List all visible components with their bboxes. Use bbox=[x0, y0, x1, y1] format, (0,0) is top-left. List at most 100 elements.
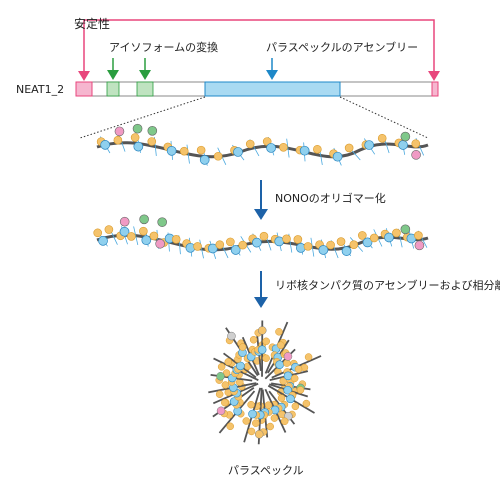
protein-blue bbox=[199, 155, 210, 165]
nono-oligomerization-label: NONOのオリゴマー化 bbox=[275, 191, 386, 205]
protein-tip bbox=[283, 352, 293, 361]
protein-tip bbox=[254, 430, 264, 439]
protein-blue bbox=[119, 226, 130, 237]
protein-orange bbox=[215, 240, 225, 249]
protein-pink bbox=[155, 238, 165, 249]
protein-orange bbox=[179, 146, 189, 156]
process-arrowhead-2 bbox=[254, 297, 268, 308]
protein-orange bbox=[238, 240, 248, 250]
protein-orange bbox=[303, 242, 313, 251]
protein-blue bbox=[207, 243, 218, 254]
protein-blue bbox=[257, 345, 267, 355]
stability-line bbox=[83, 19, 435, 30]
protein-tip bbox=[227, 331, 236, 341]
gene-region-5prime bbox=[75, 81, 93, 97]
protein-orange bbox=[275, 328, 283, 336]
protein-orange bbox=[377, 134, 387, 143]
protein-orange bbox=[358, 231, 367, 240]
protein-blue bbox=[233, 147, 243, 157]
stability-bracket: 安定性 bbox=[74, 16, 440, 81]
protein-blue bbox=[299, 145, 310, 156]
protein-orange bbox=[224, 358, 233, 366]
protein-orange bbox=[282, 234, 291, 244]
protein-orange bbox=[113, 135, 123, 145]
zoom-line-left bbox=[79, 96, 206, 139]
protein-orange bbox=[283, 359, 291, 367]
protein-orange bbox=[221, 398, 229, 407]
paraspeckle-label: パラスペックル bbox=[228, 464, 304, 477]
gene-name-label: NEAT1_2 bbox=[16, 83, 64, 96]
protein-orange bbox=[294, 365, 303, 373]
protein-blue bbox=[283, 385, 293, 395]
protein-blue bbox=[398, 140, 408, 150]
protein-orange bbox=[217, 363, 226, 371]
protein-orange bbox=[302, 399, 311, 408]
protein-orange bbox=[264, 401, 273, 409]
protein-tip bbox=[216, 372, 225, 381]
protein-orange bbox=[193, 242, 202, 251]
protein-orange bbox=[127, 232, 136, 241]
process-arrow-2: リボ核タンパク質のアセンブリーおよび相分離 bbox=[254, 271, 500, 308]
protein-orange bbox=[130, 133, 140, 142]
gene-region-isoform-1 bbox=[106, 81, 120, 97]
protein-orange bbox=[266, 422, 274, 431]
filament-tick bbox=[199, 239, 204, 259]
protein-orange bbox=[277, 394, 286, 402]
stability-left-arrowhead bbox=[78, 71, 90, 81]
protein-orange bbox=[326, 240, 335, 250]
isoform-switch-label: アイソフォームの変換 bbox=[109, 40, 218, 54]
neat1-rna-strand-1 bbox=[96, 141, 429, 159]
protein-blue bbox=[98, 236, 108, 246]
protein-blue bbox=[248, 409, 257, 419]
protein-green bbox=[400, 131, 411, 142]
gene-region-assembly-domain bbox=[204, 81, 341, 97]
gene-region-3prime bbox=[431, 81, 439, 97]
rnp-strand-stage-1 bbox=[96, 123, 429, 166]
protein-blue bbox=[362, 237, 373, 248]
protein-blue bbox=[283, 371, 293, 381]
protein-orange bbox=[344, 143, 354, 153]
protein-orange bbox=[245, 139, 255, 149]
rnp-strand-stage-2 bbox=[93, 214, 429, 259]
protein-orange bbox=[221, 381, 230, 389]
protein-tip bbox=[216, 406, 226, 416]
protein-orange bbox=[249, 336, 258, 344]
protein-blue bbox=[133, 141, 144, 152]
protein-orange bbox=[280, 417, 289, 425]
protein-orange bbox=[149, 231, 159, 241]
protein-blue bbox=[275, 360, 284, 369]
assembly-arrowhead bbox=[266, 70, 278, 80]
protein-blue bbox=[166, 145, 177, 156]
protein-orange bbox=[279, 377, 287, 385]
protein-tip bbox=[258, 326, 267, 335]
protein-orange bbox=[139, 226, 148, 236]
filament-tick bbox=[310, 237, 315, 257]
protein-blue bbox=[236, 361, 245, 371]
protein-blue bbox=[295, 243, 306, 253]
protein-orange bbox=[215, 390, 224, 398]
protein-orange bbox=[213, 151, 223, 161]
protein-orange bbox=[247, 400, 255, 409]
paraspeckle-cluster bbox=[208, 320, 322, 445]
protein-orange bbox=[277, 341, 285, 349]
protein-orange bbox=[369, 233, 379, 243]
protein-orange bbox=[252, 419, 260, 427]
protein-orange bbox=[147, 137, 157, 146]
protein-blue bbox=[318, 245, 329, 255]
protein-orange bbox=[93, 228, 103, 238]
protein-blue bbox=[364, 140, 375, 150]
filament-tick bbox=[133, 226, 139, 246]
protein-orange bbox=[242, 417, 251, 425]
isoform-arrowhead-2 bbox=[139, 70, 151, 80]
protein-pink bbox=[119, 216, 130, 227]
protein-orange bbox=[296, 386, 305, 394]
protein-blue bbox=[100, 140, 111, 150]
protein-orange bbox=[238, 343, 247, 351]
protein-orange bbox=[392, 228, 401, 238]
protein-green bbox=[139, 214, 149, 225]
protein-blue bbox=[341, 246, 352, 256]
rnp-assembly-phase-separation-label: リボ核タンパク質のアセンブリーおよび相分離 bbox=[275, 278, 500, 292]
protein-blue bbox=[332, 151, 343, 162]
